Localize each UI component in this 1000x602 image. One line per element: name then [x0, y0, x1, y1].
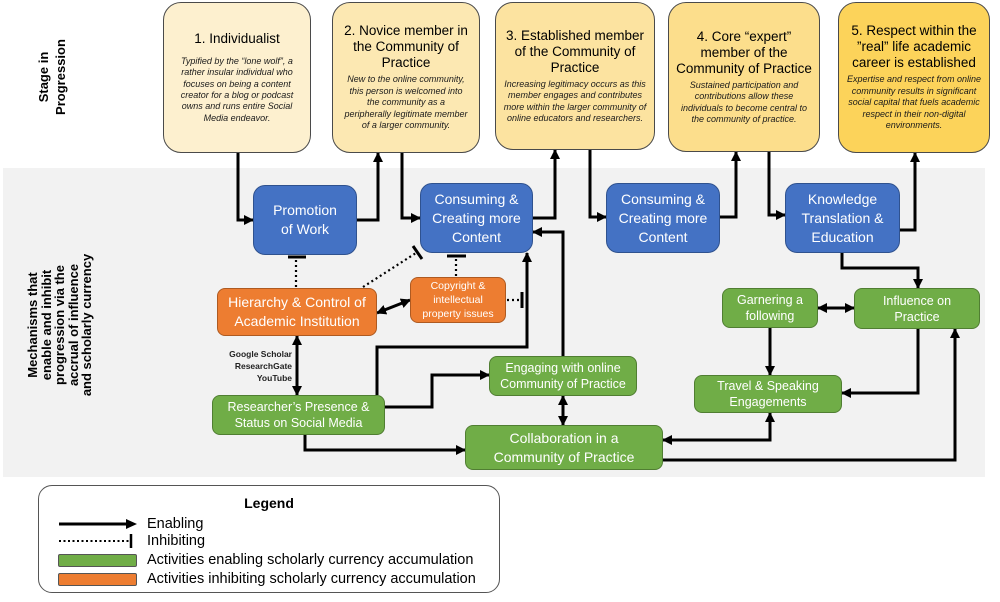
stage-title: 3. Established member of the Community o…: [505, 27, 645, 75]
legend-item-inhibiting: Inhibiting: [58, 532, 205, 550]
green-swatch-icon: [58, 551, 138, 569]
arrow-stage3-to-consuming2: [588, 150, 607, 222]
legend-item-inhibiting-activities: Activities inhibiting scholarly currency…: [58, 570, 476, 588]
legend-label: Enabling: [147, 516, 204, 532]
stage-description: Expertise and respect from online commun…: [846, 74, 982, 131]
legend: Legend Enabling Inhibiting Activities en…: [38, 485, 500, 593]
arrow-engaging-to-consuming1: [532, 227, 565, 356]
node-hierarchy-control: Hierarchy & Control of Academic Institut…: [217, 288, 377, 336]
platform-label: YouTube: [256, 373, 292, 383]
arrow-influence-to-travel: [841, 329, 920, 398]
row-label-stage: Stage in Progression: [36, 39, 68, 115]
node-promotion-of-work: Promotion of Work: [253, 185, 357, 255]
legend-label: Activities enabling scholarly currency a…: [147, 552, 474, 568]
node-influence-on-practice: Influence on Practice: [854, 288, 980, 329]
orange-swatch: [58, 572, 137, 586]
stage-box-2: 2. Novice member in the Community of Pra…: [332, 2, 480, 153]
arrow-consuming2-to-stage4: [720, 151, 741, 219]
legend-label: Inhibiting: [147, 533, 206, 549]
arrow-knowledge-to-stage5: [900, 152, 920, 232]
arrow-stage2-to-consuming1: [400, 153, 421, 223]
arrow-presence-to-engaging: [385, 370, 490, 409]
stage-box-4: 4. Core “expert” member of the Community…: [668, 2, 820, 152]
node-engaging-online-cop: Engaging with online Community of Practi…: [489, 356, 637, 396]
inhibit-hierarchy-to-consuming1: [362, 252, 417, 288]
row-label-mechanisms: Mechanisms that enable and inhibit progr…: [25, 253, 95, 397]
legend-title: Legend: [244, 495, 294, 511]
stage-description: Increasing legitimacy occurs as this mem…: [503, 78, 647, 123]
arrow-collaboration-to-influence: [663, 328, 960, 462]
stage-title: 1. Individualist: [194, 30, 280, 46]
dotted-t-bar-icon: [58, 532, 138, 550]
stage-box-1: 1. Individualist Typified by the “lone w…: [163, 2, 311, 153]
arrow-consuming1-to-stage3: [533, 149, 560, 220]
platform-label: ResearchGate: [234, 361, 292, 371]
node-consuming-creating-1: Consuming & Creating more Content: [420, 183, 533, 253]
green-swatch: [58, 553, 137, 567]
arrow-presence-to-consuming1: [375, 252, 532, 395]
arrow-stage1-to-promotion: [236, 153, 254, 225]
node-collaboration-cop: Collaboration in a Community of Practice: [465, 425, 663, 470]
arrow-stage4-to-knowledge: [767, 152, 786, 220]
stage-box-3: 3. Established member of the Community o…: [495, 2, 655, 150]
node-copyright-ip: Copyright & intellectual property issues: [410, 277, 506, 323]
arrow-presence-to-collaboration: [303, 435, 466, 455]
legend-label: Activities inhibiting scholarly currency…: [147, 571, 476, 587]
legend-item-enabling-activities: Activities enabling scholarly currency a…: [58, 551, 473, 569]
stage-box-5: 5. Respect within the ”real” life academ…: [838, 2, 990, 153]
arrow-hierarchy-copyright: [376, 298, 411, 315]
stage-description: Sustained participation and contribution…: [680, 79, 808, 124]
stage-title: 2. Novice member in the Community of Pra…: [344, 23, 468, 71]
inhibit-bar-consuming1-diagonal: [411, 245, 424, 260]
node-travel-speaking: Travel & Speaking Engagements: [694, 375, 842, 413]
node-consuming-creating-2: Consuming & Creating more Content: [606, 183, 720, 253]
stage-description: Typified by the “lone wolf”, a rather in…: [180, 55, 294, 123]
platform-label: Google Scholar: [229, 349, 292, 359]
solid-arrow-icon: [58, 515, 138, 533]
arrow-promotion-to-stage2: [357, 152, 383, 222]
stage-title: 5. Respect within the ”real” life academ…: [851, 23, 977, 71]
node-researcher-presence: Researcher’s Presence & Status on Social…: [212, 395, 385, 435]
orange-swatch-icon: [58, 570, 138, 588]
platform-labels: Google Scholar ResearchGate YouTube: [229, 348, 292, 384]
arrow-collaboration-travel: [662, 412, 775, 445]
legend-item-enabling: Enabling: [58, 515, 203, 533]
stage-title: 4. Core “expert” member of the Community…: [676, 28, 812, 76]
node-knowledge-translation: Knowledge Translation & Education: [785, 183, 900, 253]
stage-description: New to the online community, this person…: [344, 74, 468, 131]
node-garnering-following: Garnering a following: [722, 288, 818, 328]
arrow-knowledge-to-influence: [840, 253, 923, 289]
